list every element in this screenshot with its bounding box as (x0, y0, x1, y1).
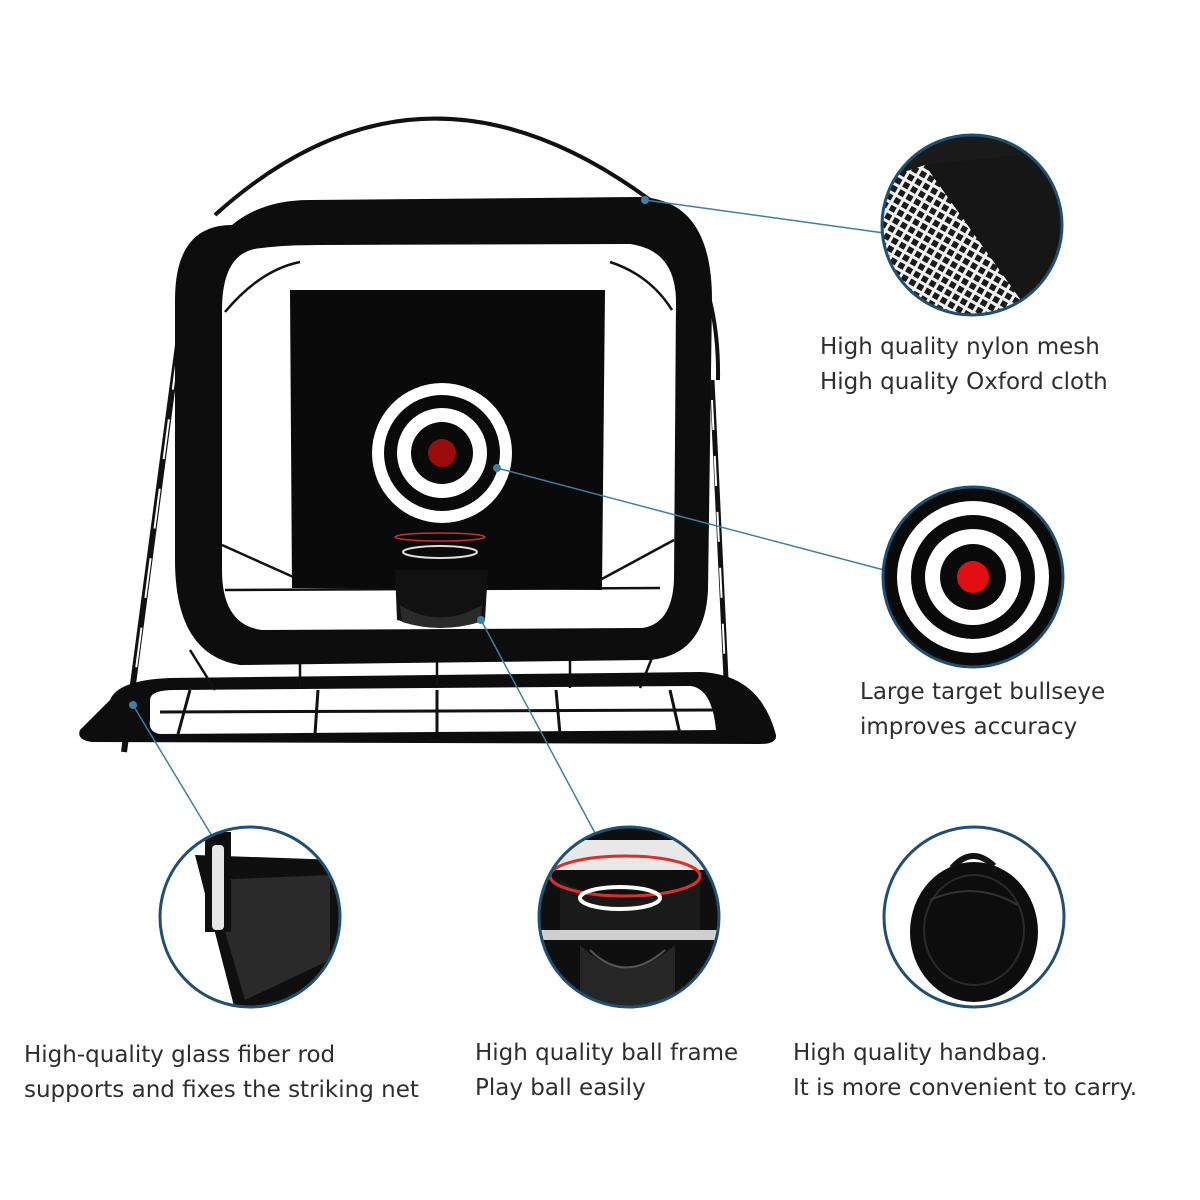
caption-nylon-mesh: High quality nylon mesh High quality Oxf… (820, 330, 1108, 400)
caption-target-bullseye-line1: Large target bullseye (860, 679, 1106, 705)
caption-ball-frame-line1: High quality ball frame (475, 1040, 739, 1066)
caption-ball-frame: High quality ball frame Play ball easily (475, 1036, 738, 1106)
caption-target-bullseye: Large target bullseye improves accuracy (860, 675, 1105, 745)
caption-glass-fiber-rod: High-quality glass fiber rod supports an… (24, 1038, 419, 1108)
callout-dots (129, 196, 649, 709)
callout-line-target (496, 467, 885, 571)
detail-circle-target (881, 485, 1065, 669)
caption-handbag-line1: High quality handbag. (793, 1040, 1048, 1066)
left-support-rod (121, 329, 183, 753)
detail-circle-rod (158, 825, 342, 1009)
caption-target-bullseye-line2: improves accuracy (860, 714, 1078, 740)
caption-glass-fiber-rod-line1: High-quality glass fiber rod (24, 1042, 336, 1068)
panel-bullseye (372, 383, 512, 523)
caption-nylon-mesh-line1: High quality nylon mesh (820, 334, 1100, 360)
callout-line-mesh (644, 199, 885, 234)
caption-ball-frame-line2: Play ball easily (475, 1075, 646, 1101)
detail-circle-bag (882, 825, 1066, 1009)
detail-circle-mesh (880, 133, 1064, 317)
caption-nylon-mesh-line2: High quality Oxford cloth (820, 369, 1108, 395)
caption-handbag-line2: It is more convenient to carry. (793, 1075, 1138, 1101)
callout-line-rod (132, 704, 213, 837)
caption-glass-fiber-rod-line2: supports and fixes the striking net (24, 1077, 419, 1103)
golf-net (79, 116, 777, 753)
caption-handbag: High quality handbag. It is more conveni… (793, 1036, 1137, 1106)
detail-circle-frame (537, 825, 721, 1009)
ball-frame (394, 532, 488, 628)
callout-line-frame (480, 619, 596, 834)
callout-lines (132, 199, 885, 837)
